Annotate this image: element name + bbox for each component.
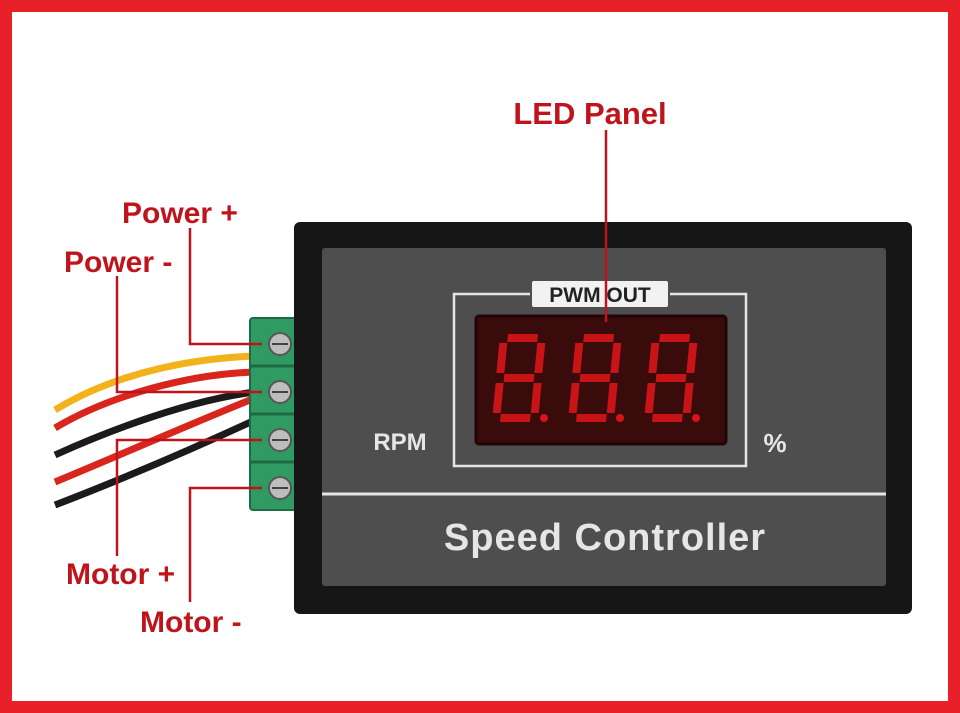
seg-e [568, 383, 580, 413]
seg-e [492, 383, 504, 413]
power-minus-label: Power - [64, 246, 172, 279]
led-digit-2 [568, 334, 624, 422]
wire-bundle [53, 352, 257, 509]
led-panel-label: LED Panel [513, 96, 666, 131]
screw-2 [268, 380, 292, 404]
seg-b [610, 343, 622, 373]
seg-f [648, 343, 660, 373]
seg-dp [616, 414, 624, 422]
seg-f [572, 343, 584, 373]
callout-line-motor-plus [115, 438, 262, 556]
seg-e [644, 383, 656, 413]
seg-c [682, 383, 694, 413]
power-plus-label: Power + [122, 197, 238, 230]
speed-controller-title: Speed Controller [444, 517, 766, 559]
wire-yellow [53, 352, 256, 413]
rpm-label: RPM [373, 429, 426, 456]
seg-a [583, 334, 614, 342]
callout-line-power-minus [115, 276, 262, 394]
seg-f [496, 343, 508, 373]
motor-plus-label: Motor + [66, 558, 175, 591]
seg-dp [540, 414, 548, 422]
wire-black-motor [53, 416, 257, 509]
seg-b [534, 343, 546, 373]
seg-d [652, 414, 683, 422]
seg-a [659, 334, 690, 342]
seg-g [655, 374, 687, 382]
led-digit-1 [492, 334, 548, 422]
wire-red-power [53, 368, 256, 432]
callout-line-motor-minus [188, 486, 262, 602]
screw-4 [268, 476, 292, 500]
pwm-label-plate [532, 281, 668, 307]
motor-minus-label: Motor - [140, 606, 242, 639]
callout-lines [115, 130, 608, 602]
seg-dp [692, 414, 700, 422]
seg-d [576, 414, 607, 422]
screw-1 [268, 332, 292, 356]
terminal-block [249, 317, 299, 511]
wire-black-power [53, 388, 256, 459]
seg-a [507, 334, 538, 342]
seg-c [606, 383, 618, 413]
seg-g [579, 374, 611, 382]
pwm-out-label: PWM OUT [549, 284, 651, 307]
percent-label: % [763, 428, 786, 458]
seg-g [503, 374, 535, 382]
seg-d [500, 414, 531, 422]
seg-b [686, 343, 698, 373]
callout-line-power-plus [188, 228, 262, 346]
screw-3 [268, 428, 292, 452]
led-digit-3 [644, 334, 700, 422]
seg-c [530, 383, 542, 413]
led-digits [492, 334, 700, 422]
wire-red-motor [53, 394, 257, 486]
